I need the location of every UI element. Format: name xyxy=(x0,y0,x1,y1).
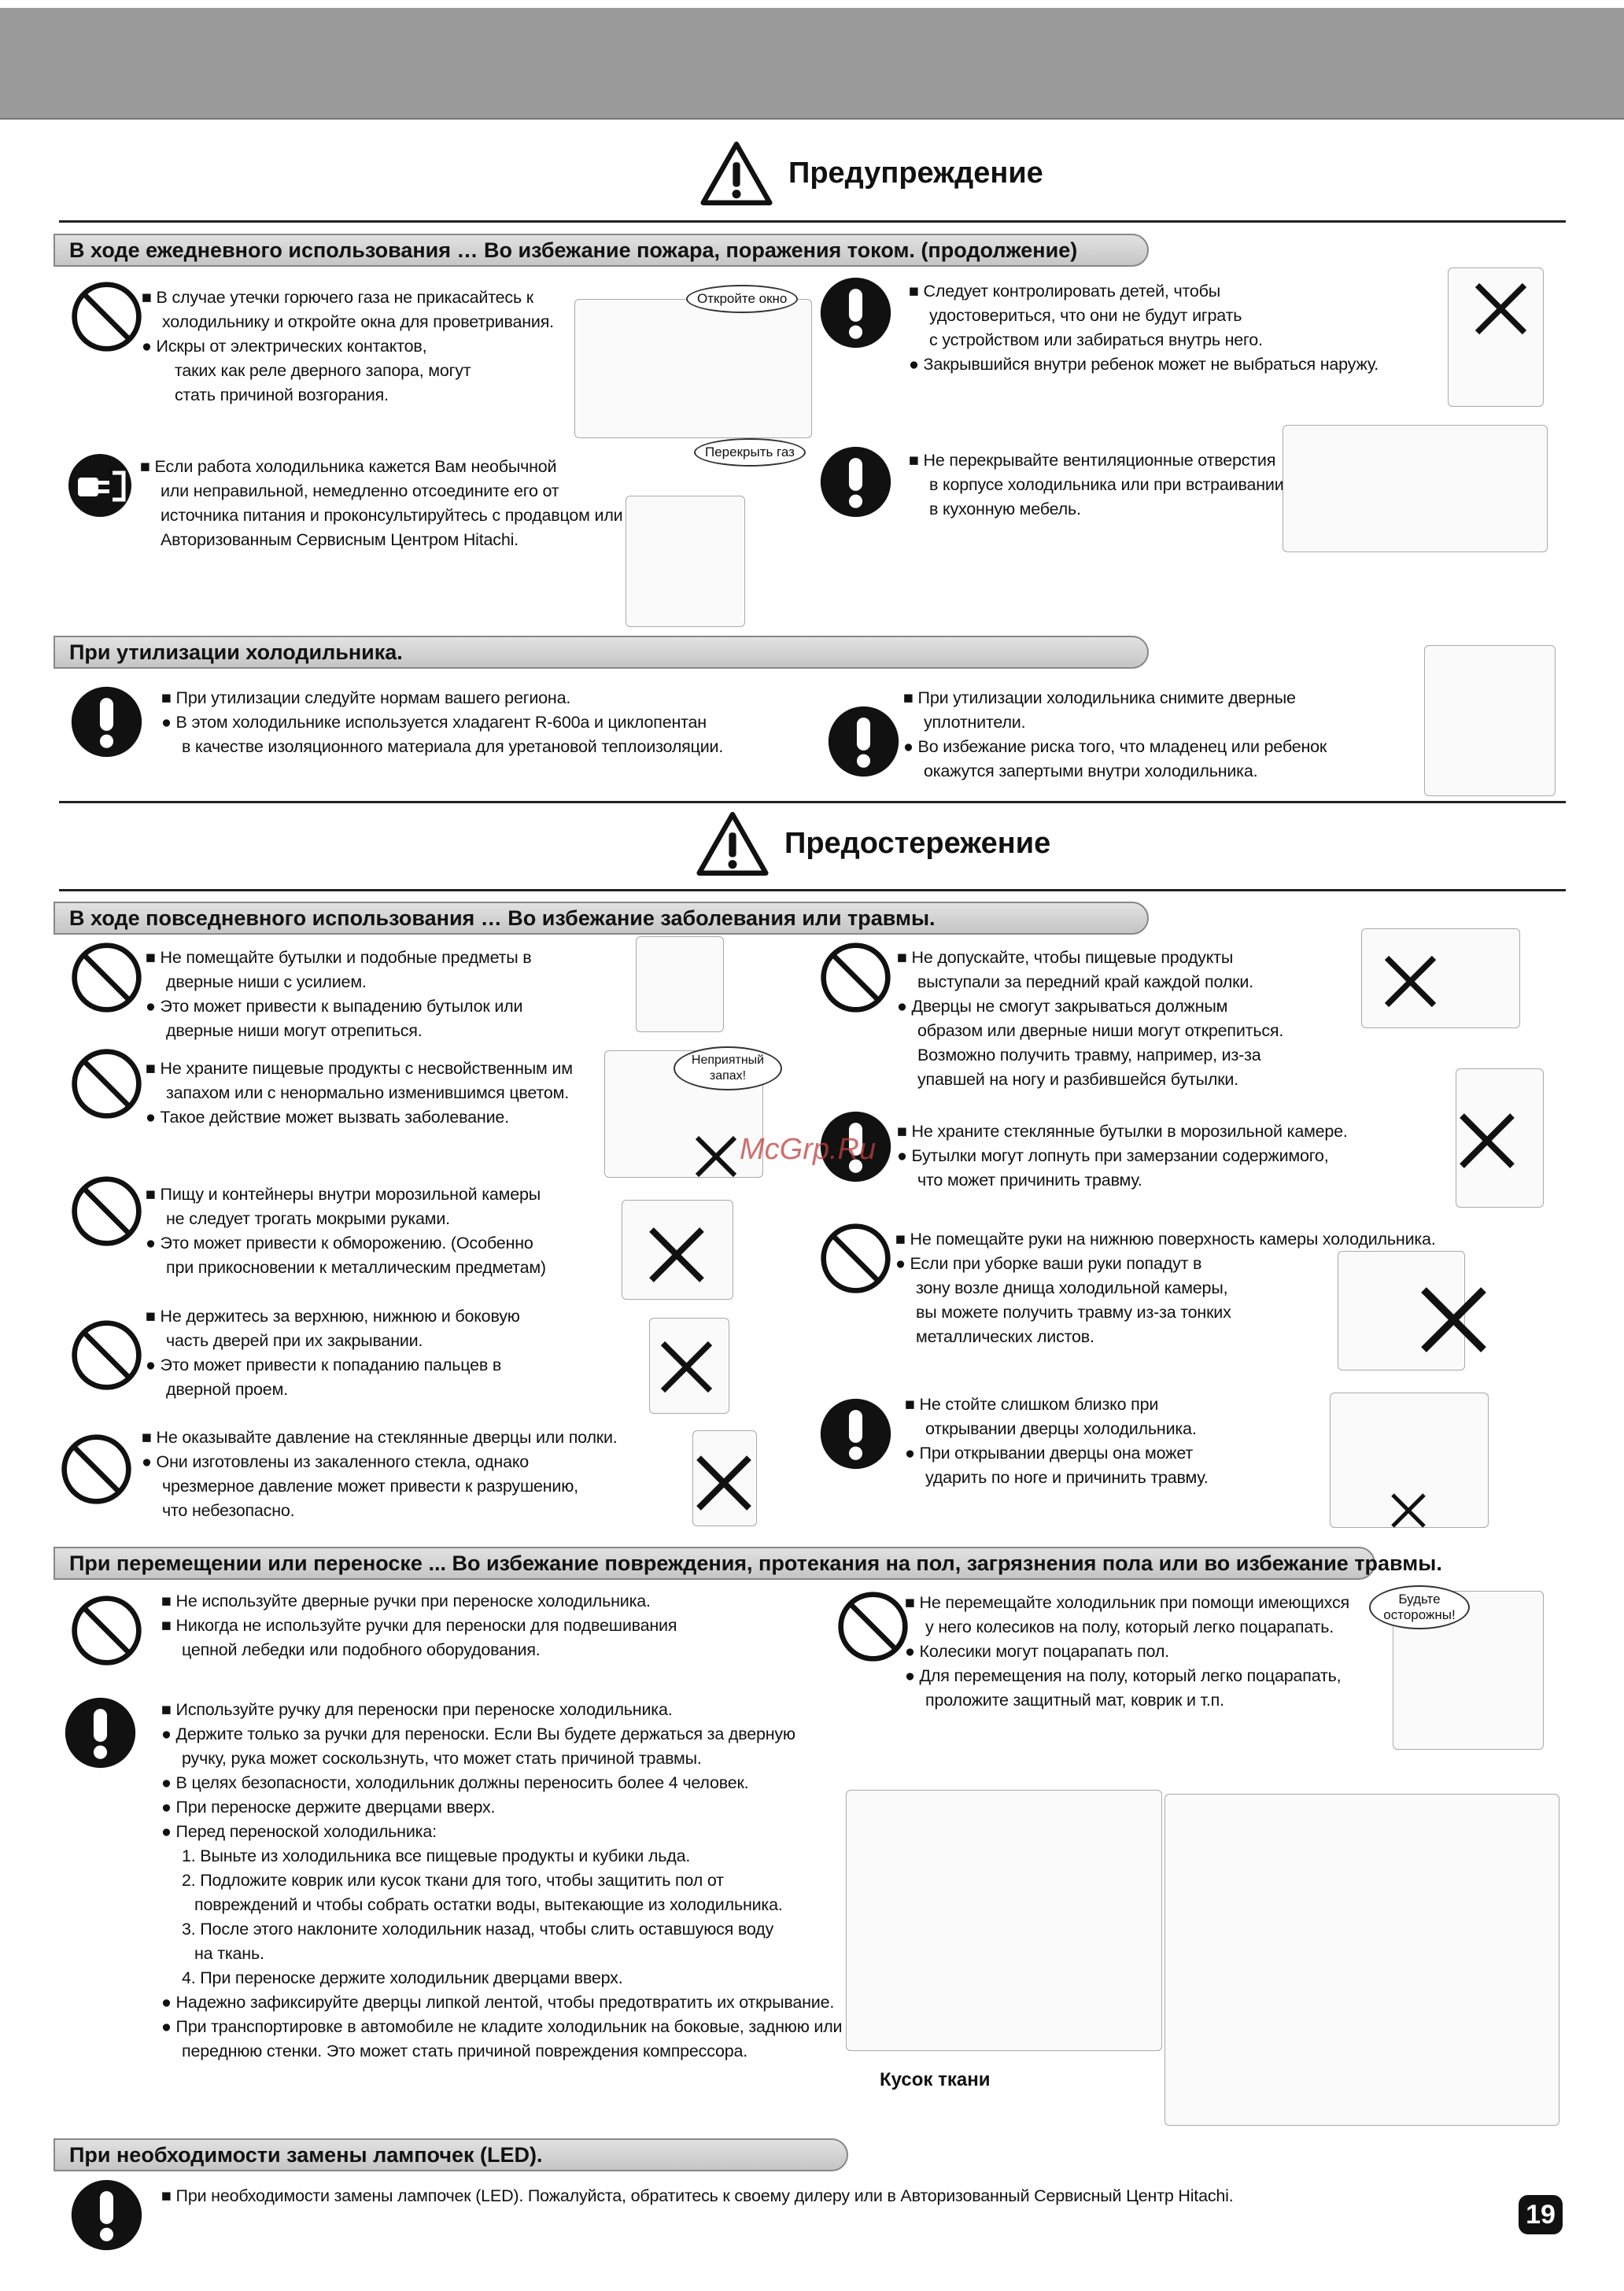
cross-mark-icon xyxy=(1416,1282,1491,1357)
warning-heading: Предупреждение xyxy=(700,140,1043,206)
warning-triangle-icon xyxy=(696,810,769,876)
shelf-bottle-illustration xyxy=(1361,928,1520,1028)
bubble-open-window: Откройте окно xyxy=(686,285,799,313)
kitchen-cabinet-illustration xyxy=(1283,425,1548,552)
section-bar-moving: При перемещении или переноске ... Во изб… xyxy=(54,1547,1442,1580)
bottles-force-text: ■ Не помещайте бутылки и подобные предме… xyxy=(146,948,532,1040)
tilting-fridge-illustration xyxy=(846,1790,1162,2051)
ventilation-text: ■ Не перекрывайте вентиляционные отверст… xyxy=(909,451,1284,518)
mandatory-icon xyxy=(63,1695,138,1770)
mandatory-icon xyxy=(818,445,893,519)
warning-title: Предупреждение xyxy=(788,156,1043,190)
prohibition-icon xyxy=(69,1046,144,1121)
wet-hand-prohibition-icon xyxy=(69,1174,144,1249)
mandatory-icon xyxy=(69,2178,144,2252)
cross-mark-icon xyxy=(645,1223,708,1286)
section-title: При утилизации холодильника. xyxy=(69,640,403,664)
bottom-surface-text: ■ Не помещайте руки на нижнюю поверхност… xyxy=(895,1230,1436,1346)
cross-mark-icon xyxy=(692,1133,740,1180)
watermark: McGrp.Ru xyxy=(740,1133,877,1166)
cross-mark-icon xyxy=(1456,1109,1519,1172)
carrying-instructions: ■ Используйте ручку для переноски при пе… xyxy=(161,1700,843,2060)
prohibition-icon xyxy=(836,1589,910,1664)
cross-mark-icon xyxy=(1389,1491,1428,1530)
cross-mark-icon xyxy=(1471,279,1530,338)
unplug-illustration xyxy=(626,496,745,627)
section-title: При перемещении или переноске ... Во изб… xyxy=(69,1551,1442,1575)
section-bar-disposal: При утилизации холодильника. xyxy=(54,636,1149,669)
page-number: 19 xyxy=(1519,2195,1563,2234)
divider xyxy=(59,889,1566,891)
casters-text: ■ Не перемещайте холодильник при помощи … xyxy=(905,1593,1349,1710)
door-hits-leg-illustration xyxy=(1330,1393,1489,1528)
divider xyxy=(59,801,1566,803)
freezer-bottles-text: ■ Не храните стеклянные бутылки в морози… xyxy=(897,1122,1348,1190)
door-edges-text: ■ Не держитесь за верхнюю, нижнюю и боко… xyxy=(146,1307,520,1399)
prohibition-icon xyxy=(818,940,893,1015)
cross-mark-icon xyxy=(692,1452,755,1514)
bubble-bad-smell: Неприятный запах! xyxy=(674,1046,782,1090)
led-text: ■ При необходимости замены лампочек (LED… xyxy=(161,2186,1234,2205)
prohibition-icon xyxy=(69,1318,144,1393)
mandatory-icon xyxy=(818,275,893,350)
section-title: В ходе ежедневного использования … Во из… xyxy=(69,238,1078,262)
abnormal-operation-text: ■ Если работа холодильника кажется Вам н… xyxy=(140,457,623,549)
bottles-illustration xyxy=(636,936,724,1032)
disposal-illustration xyxy=(1424,645,1556,796)
cloth-caption: Кусок ткани xyxy=(880,2069,991,2090)
bubble-turn-off-gas: Перекрыть газ xyxy=(694,438,806,467)
divider xyxy=(59,220,1566,223)
header-band xyxy=(0,8,1624,120)
cross-mark-icon xyxy=(657,1337,716,1396)
warning-triangle-icon xyxy=(700,140,773,206)
cross-mark-icon xyxy=(1381,952,1440,1011)
prohibition-icon xyxy=(59,1432,134,1507)
prohibition-icon xyxy=(69,940,144,1015)
glass-pressure-text: ■ Не оказывайте давление на стеклянные д… xyxy=(142,1428,618,1520)
section-bar-everyday-use: В ходе повседневного использования … Во … xyxy=(54,902,1149,935)
gas-leak-text: ■ В случае утечки горючего газа не прика… xyxy=(142,288,554,404)
bubble-be-careful: Будьте осторожны! xyxy=(1369,1585,1470,1629)
section-bar-led: При необходимости замены лампочек (LED). xyxy=(54,2138,848,2171)
four-people-carrying-illustration xyxy=(1164,1794,1559,2126)
section-bar-daily-use: В ходе ежедневного использования … Во из… xyxy=(54,234,1149,267)
freezer-bottle-illustration xyxy=(1456,1068,1544,1208)
spoiled-food-text: ■ Не храните пищевые продукты с несвойст… xyxy=(146,1059,573,1127)
child-fridge-illustration xyxy=(1448,267,1544,407)
mandatory-icon xyxy=(818,1396,893,1471)
unplug-icon xyxy=(68,454,131,517)
section-title: В ходе повседневного использования … Во … xyxy=(69,906,936,930)
prohibition-icon xyxy=(818,1221,893,1296)
disposal-text: ■ При утилизации следуйте нормам вашего … xyxy=(161,688,724,756)
gas-leak-illustration xyxy=(574,299,812,438)
caution-heading: Предостережение xyxy=(696,810,1050,876)
prohibition-icon xyxy=(69,279,144,354)
prohibition-icon xyxy=(69,1593,144,1668)
mandatory-icon xyxy=(69,684,144,759)
door-seal-text: ■ При утилизации холодильника снимите дв… xyxy=(903,688,1327,780)
wet-hands-text: ■ Пищу и контейнеры внутри морозильной к… xyxy=(146,1185,546,1277)
section-title: При необходимости замены лампочек (LED). xyxy=(69,2142,543,2167)
mandatory-icon xyxy=(826,704,901,779)
door-handle-carry-text: ■ Не используйте дверные ручки при перен… xyxy=(161,1592,677,1659)
caution-title: Предостережение xyxy=(784,826,1051,860)
